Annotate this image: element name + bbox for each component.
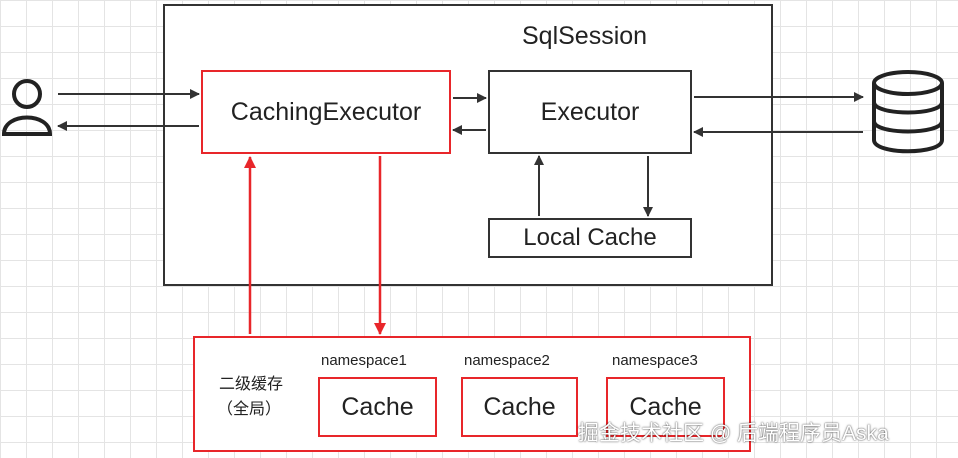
second-level-cache-scope: （全局）	[217, 401, 282, 418]
cache-box-2: Cache	[461, 377, 578, 437]
sqlsession-title: SqlSession	[522, 22, 648, 50]
caching-executor-box: CachingExecutor	[201, 70, 451, 154]
namespace1-label: namespace1	[321, 352, 407, 369]
database-icon	[872, 70, 944, 154]
local-cache-label: Local Cache	[523, 224, 657, 251]
second-level-cache-label: 二级缓存	[219, 376, 284, 393]
cache-label-3: Cache	[629, 392, 702, 421]
caching-executor-label: CachingExecutor	[230, 97, 422, 126]
executor-label: Executor	[540, 97, 640, 126]
local-cache-box: Local Cache	[488, 218, 692, 258]
cache-label-1: Cache	[341, 392, 414, 421]
cache-box-1: Cache	[318, 377, 437, 437]
namespace3-label: namespace3	[612, 352, 698, 369]
namespace2-label: namespace2	[464, 352, 550, 369]
executor-box: Executor	[488, 70, 692, 154]
user-icon	[1, 79, 53, 136]
cache-label-2: Cache	[483, 392, 556, 421]
watermark-text: 掘金技术社区 @ 后端程序员Aska	[578, 422, 889, 445]
cache-box-3: Cache	[606, 377, 725, 437]
